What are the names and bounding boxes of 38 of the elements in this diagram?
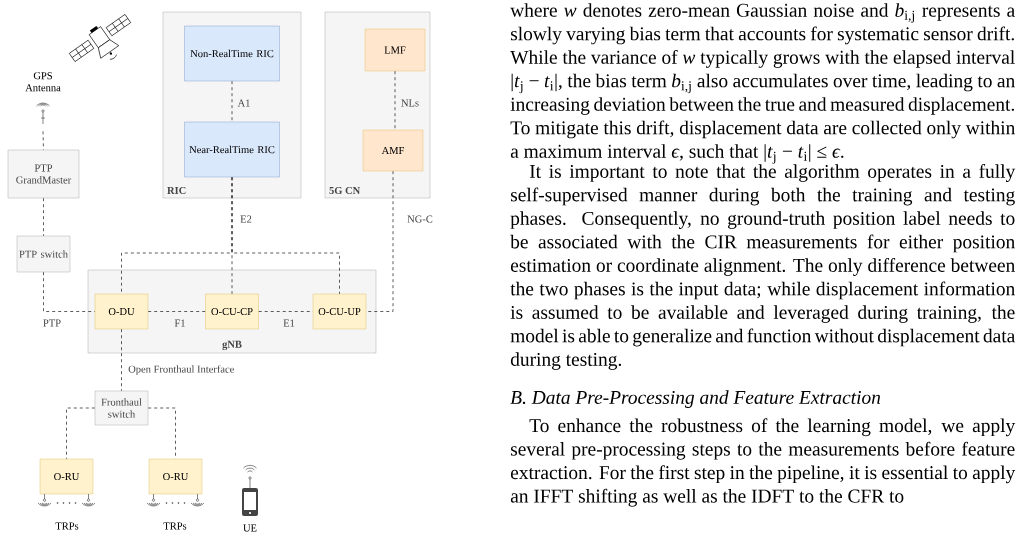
body-paragraph: To enhance the robustness of the learning model, we apply several pre-processing steps to the measurements before feature extraction. For the first step in the pipeline, it is essential to apply an IFFT shifting as well as the IDFT to the CFR to xyxy=(510,418,1016,507)
controller-box: Near-RealTime RIC xyxy=(184,121,280,178)
connector-line xyxy=(147,311,206,312)
body-paragraph: It is important to note that the algorithm operates in a fully self-supervised manner during both the training and testing phases. Consequently, no ground-truth position label needs to be associated with the CIR measurements for either position estimation or coordinate alignment. The only difference between the two phases is the input data; while displacement information is assumed to be available and leveraged during training, the model is able to generalize and function without displacement data during testing. xyxy=(510,164,1016,370)
controller-box: Non-RealTime RIC xyxy=(184,25,280,82)
unit-box: O-DU xyxy=(94,293,149,330)
edge-label: PTP xyxy=(43,319,61,327)
device-box: Fronthaul switch xyxy=(94,390,149,426)
device-label: UE xyxy=(243,524,257,532)
connector-line xyxy=(43,271,96,312)
device-label: TRPs xyxy=(55,522,79,530)
antenna-label: GPS Antenna xyxy=(25,72,61,92)
connector-line xyxy=(66,407,96,460)
unit-box: O-CU-CP xyxy=(205,293,259,330)
connector-line xyxy=(121,328,122,392)
connector-line xyxy=(394,70,396,131)
connector-line xyxy=(147,407,176,460)
section-heading: B. Data Pre-Processing and Feature Extraction xyxy=(510,390,881,408)
device-label: TRPs xyxy=(163,522,187,530)
function-box: AMF xyxy=(362,129,424,172)
device-box: PTP switch xyxy=(16,235,71,273)
edge-label: NLs xyxy=(401,99,419,107)
connector-line xyxy=(231,80,233,123)
connector-line xyxy=(43,197,44,237)
edge-label: NG-C xyxy=(407,215,433,223)
connector-line xyxy=(42,130,44,151)
edge-label: E2 xyxy=(240,215,252,223)
unit-box: O-RU xyxy=(148,458,203,495)
edge-label: Open Fronthaul Interface xyxy=(128,365,234,375)
unit-box: O-CU-UP xyxy=(312,293,367,330)
connector-line xyxy=(231,176,340,295)
unit-box: O-RU xyxy=(39,458,94,495)
body-paragraph: where w denotes zero-mean Gaussian noise and b$_{i,j}$ represents a slowly varying bias term that accounts for systematic sensor drift. While the variance of w typically grows with the elapsed interval |t$_{j}$ − t$_{i}$|, the bias term b$_{i,j}$ also accumulates over time, leading to an increasing deviation between the true and measured displacement. To mitigate this drift, displacement data are collected only within a maximum interval ϵ, such that |t$_{j}$ − t$_{i}$| ≤ ϵ. xyxy=(510,3,1015,164)
edge-label: A1 xyxy=(237,99,250,107)
function-box: LMF xyxy=(364,28,426,72)
device-box: PTP GrandMaster xyxy=(7,149,80,199)
edge-label: E1 xyxy=(283,319,295,327)
edge-label: F1 xyxy=(174,319,185,327)
